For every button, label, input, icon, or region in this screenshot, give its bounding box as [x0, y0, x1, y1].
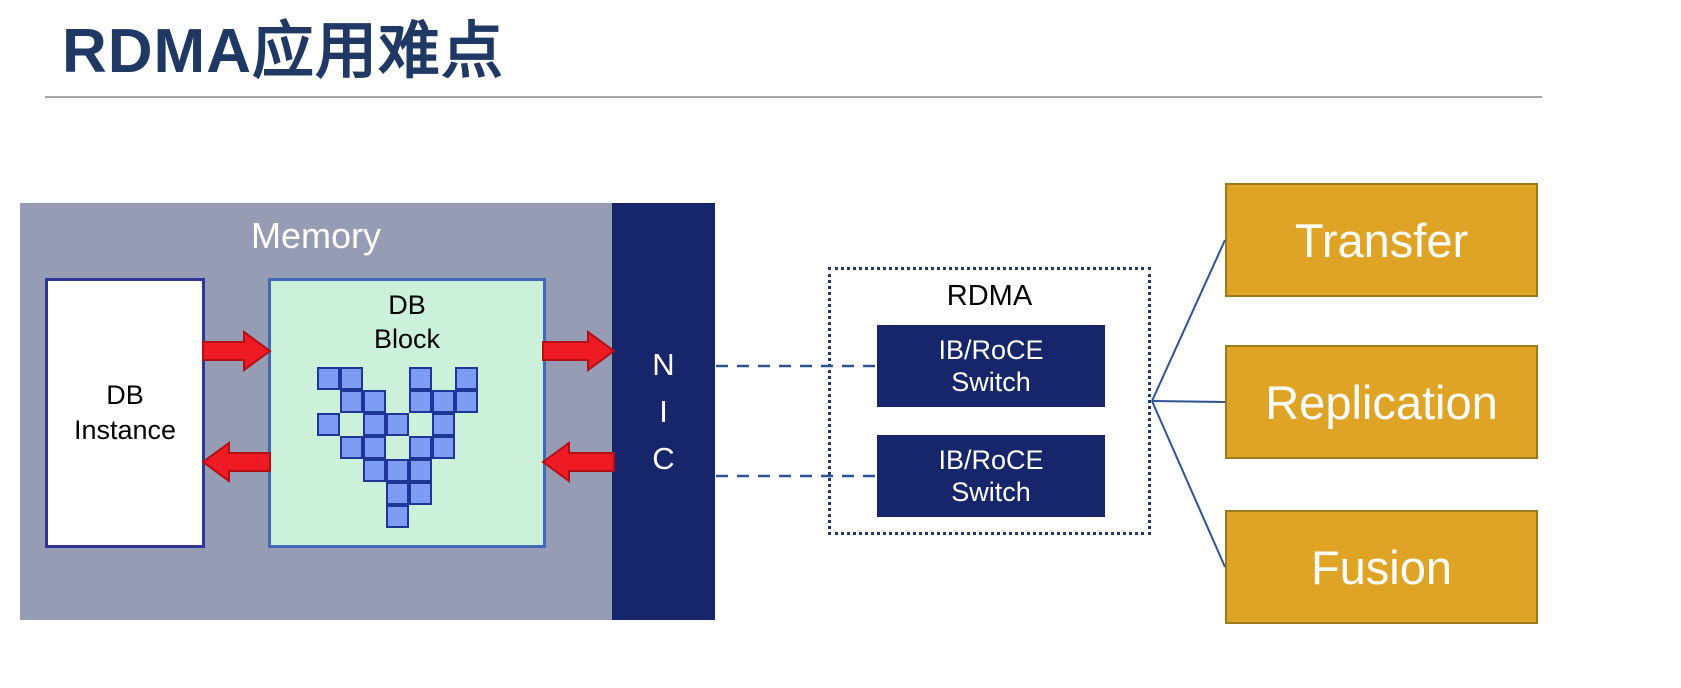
- switch1-label-line2: Switch: [951, 367, 1031, 397]
- nic-letter-c: C: [652, 441, 675, 476]
- db-block-cell: [432, 390, 455, 413]
- ib-roce-switch-box-2: IB/RoCE Switch: [877, 435, 1105, 517]
- db-block-cell: [363, 436, 386, 459]
- output-transfer-label: Transfer: [1294, 213, 1469, 267]
- db-block-cell: [409, 459, 432, 482]
- nic-letter-n: N: [652, 347, 675, 382]
- slide-title: RDMA应用难点: [62, 17, 504, 86]
- db-block-cell: [432, 436, 455, 459]
- db-block-label-line1: DB: [388, 290, 426, 320]
- output-box-transfer: Transfer: [1225, 183, 1538, 297]
- db-instance-label-line1: DB: [106, 379, 144, 410]
- output-fusion-label: Fusion: [1310, 540, 1453, 594]
- db-block-box: DB Block: [268, 278, 546, 548]
- db-block-cell: [340, 436, 363, 459]
- db-block-cell: [386, 459, 409, 482]
- connector-rdma-replication: [1151, 400, 1226, 403]
- nic-letter-i: I: [659, 394, 668, 429]
- db-block-cell: [363, 390, 386, 413]
- connector-rdma-transfer: [1151, 239, 1226, 402]
- db-block-label: DB Block: [271, 289, 543, 357]
- db-block-cell: [363, 413, 386, 436]
- db-instance-box: DB Instance: [45, 278, 205, 548]
- db-block-cell: [432, 413, 455, 436]
- switch1-label-line1: IB/RoCE: [938, 334, 1044, 365]
- rdma-label: RDMA: [946, 280, 1033, 312]
- switch2-label-line2: Switch: [951, 477, 1031, 507]
- db-block-cell: [455, 390, 478, 413]
- db-instance-label-line2: Instance: [73, 415, 177, 445]
- db-block-cell: [409, 390, 432, 413]
- output-box-fusion: Fusion: [1225, 510, 1538, 624]
- db-block-cell: [386, 505, 409, 528]
- db-block-cell: [455, 367, 478, 390]
- memory-label: Memory: [250, 215, 381, 256]
- db-block-label-line2: Block: [373, 323, 441, 354]
- title-underline: [45, 96, 1542, 98]
- db-block-cell: [317, 413, 340, 436]
- connector-rdma-fusion: [1151, 400, 1226, 568]
- db-block-pattern: [317, 367, 497, 537]
- db-block-cell: [317, 367, 340, 390]
- output-box-replication: Replication: [1225, 345, 1538, 459]
- switch2-label-line1: IB/RoCE: [938, 444, 1044, 475]
- db-block-cell: [386, 413, 409, 436]
- ib-roce-switch-box-1: IB/RoCE Switch: [877, 325, 1105, 407]
- output-replication-label: Replication: [1265, 375, 1498, 429]
- db-block-cell: [409, 436, 432, 459]
- db-block-cell: [340, 367, 363, 390]
- db-block-cell: [340, 390, 363, 413]
- db-block-cell: [409, 367, 432, 390]
- nic-box: N I C: [612, 203, 715, 620]
- db-block-cell: [363, 459, 386, 482]
- db-block-cell: [386, 482, 409, 505]
- db-block-cell: [409, 482, 432, 505]
